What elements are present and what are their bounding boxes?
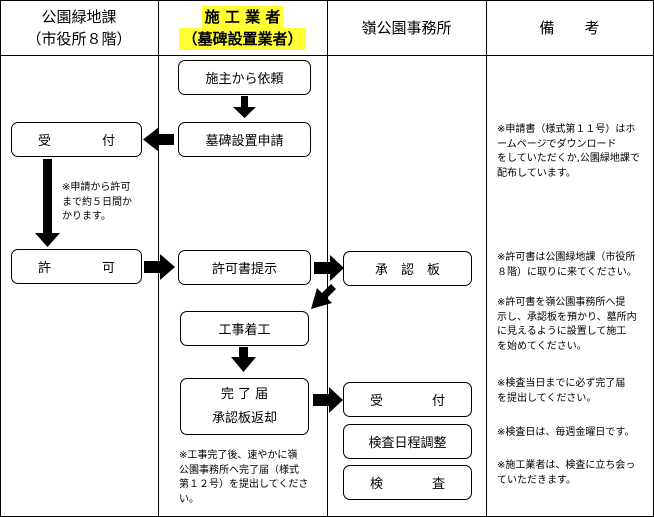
- arrow-right: [314, 255, 344, 281]
- header-remarks: 備 考: [486, 0, 653, 55]
- remark-line: ※施工業者は、検査に立ち会っ: [497, 460, 636, 471]
- header-divider: [0, 55, 654, 56]
- remark-approval-board: ※許可書を嶺公園事務所へ提 示し、承認板を預かり、墓所内 に見えるように設置して…: [497, 296, 649, 354]
- table-border-top: [0, 0, 654, 1]
- box-label: 承 認 板: [374, 263, 440, 278]
- after-completion-note: ※工事完了後、速やかに嶺 公園事務所へ完了届（様式 第１２号）を提出してくださ …: [179, 449, 324, 507]
- box-label: 受: [370, 394, 384, 409]
- remark-application-form: ※申請書（様式第１１号）はホ ームページでダウンロード をしていただくか,公園緑…: [497, 123, 649, 181]
- remark-line: ※申請書（様式第１１号）はホ: [497, 124, 636, 135]
- remark-line: ※検査日は、毎週金曜日です。: [497, 427, 635, 438]
- inspection-box: 検 査: [343, 465, 472, 500]
- note-line: ※申請から許可: [62, 182, 131, 193]
- box-label: 受: [38, 134, 52, 149]
- box-label: 施主から依頼: [205, 72, 284, 87]
- permit-presentation-box: 許可書提示: [178, 250, 311, 285]
- remark-line: 示し、承認板を預かり、墓所内: [497, 311, 637, 323]
- remark-attendance: ※施工業者は、検査に立ち会っ ていただきます。: [497, 459, 649, 488]
- column-divider: [158, 0, 159, 517]
- remark-completion-deadline: ※検査当日までに必ず完了届 を提出してください。: [497, 377, 649, 406]
- table-border-left: [0, 0, 1, 517]
- arrow-diagonal: [311, 284, 336, 309]
- header-park-office: 嶺公園事務所: [327, 0, 486, 55]
- header-contractor: 施 工 業 者 （墓碑設置業者）: [158, 0, 327, 55]
- box-label: 工事着工: [218, 323, 271, 338]
- note-line: ※工事完了後、速やかに嶺: [179, 450, 298, 461]
- box-label: 承認板返却: [211, 410, 277, 426]
- arrow-left: [143, 127, 174, 152]
- remark-line: ８階）に取りに来てください。: [497, 266, 637, 278]
- arrow-down: [231, 347, 256, 372]
- construction-start-box: 工事着工: [180, 311, 309, 346]
- arrow-right: [144, 254, 175, 280]
- note-line: まで約５日間か: [62, 196, 132, 208]
- box-label: 付: [101, 134, 115, 149]
- permission-time-note: ※申請から許可 まで約５日間か かります。: [62, 181, 152, 225]
- header-title: 施 工 業 者: [201, 5, 284, 28]
- completion-report-box: 完 了 届 承認板返却: [180, 378, 309, 435]
- arrow-down: [233, 96, 256, 118]
- header-subtitle: （市役所８階）: [26, 29, 132, 48]
- remark-line: ていただきます。: [497, 474, 576, 486]
- box-label: 査: [431, 477, 445, 492]
- permission-box: 許 可: [11, 249, 142, 284]
- column-divider: [327, 0, 328, 517]
- column-divider: [486, 0, 487, 517]
- note-line: 第１２号）を提出してくださ: [179, 479, 309, 490]
- remark-line: 配布しています。: [497, 167, 576, 179]
- arrow-down: [35, 159, 60, 247]
- remark-line: を始めてください。: [497, 340, 587, 352]
- owner-request-box: 施主から依頼: [178, 60, 311, 95]
- inspection-schedule-box: 検査日程調整: [343, 424, 472, 459]
- box-label: 完 了 届: [220, 386, 269, 402]
- remark-line: ※許可書は公園緑地課（市役所: [497, 252, 636, 263]
- box-label: 許: [38, 261, 52, 276]
- remark-line: に見えるように設置して施工: [497, 326, 627, 337]
- box-label: 可: [101, 261, 115, 276]
- remark-permit-pickup: ※許可書は公園緑地課（市役所 ８階）に取りに来てください。: [497, 251, 649, 280]
- note-line: い。: [179, 493, 199, 505]
- remark-line: をしていただくか,公園緑地課で: [497, 153, 640, 164]
- box-label: 墓碑設置申請: [205, 134, 284, 149]
- box-label: 検査日程調整: [368, 436, 447, 451]
- remark-line: を提出してください。: [497, 392, 597, 404]
- box-label: 許可書提示: [211, 262, 277, 277]
- note-line: かります。: [62, 211, 111, 222]
- header-title: 備 考: [539, 18, 600, 37]
- note-line: 公園事務所へ完了届（様式: [179, 464, 299, 476]
- remark-line: ※検査当日までに必ず完了届: [497, 378, 626, 389]
- approval-board-box: 承 認 板: [343, 251, 472, 286]
- header-title: 嶺公園事務所: [361, 18, 452, 37]
- header-park-division: 公園緑地課 （市役所８階）: [0, 0, 158, 55]
- box-label: 付: [431, 394, 445, 409]
- remark-line: ームページでダウンロード: [497, 138, 617, 150]
- reception-box: 受 付: [11, 122, 142, 157]
- office-reception-box: 受 付: [343, 382, 472, 417]
- remark-inspection-day: ※検査日は、毎週金曜日です。: [497, 426, 649, 441]
- remark-line: ※許可書を嶺公園事務所へ提: [497, 297, 626, 308]
- arrow-right: [313, 387, 343, 413]
- box-label: 検: [370, 477, 384, 492]
- application-box: 墓碑設置申請: [178, 122, 311, 157]
- header-title: 公園緑地課: [41, 7, 117, 26]
- header-subtitle: （墓碑設置業者）: [179, 27, 306, 50]
